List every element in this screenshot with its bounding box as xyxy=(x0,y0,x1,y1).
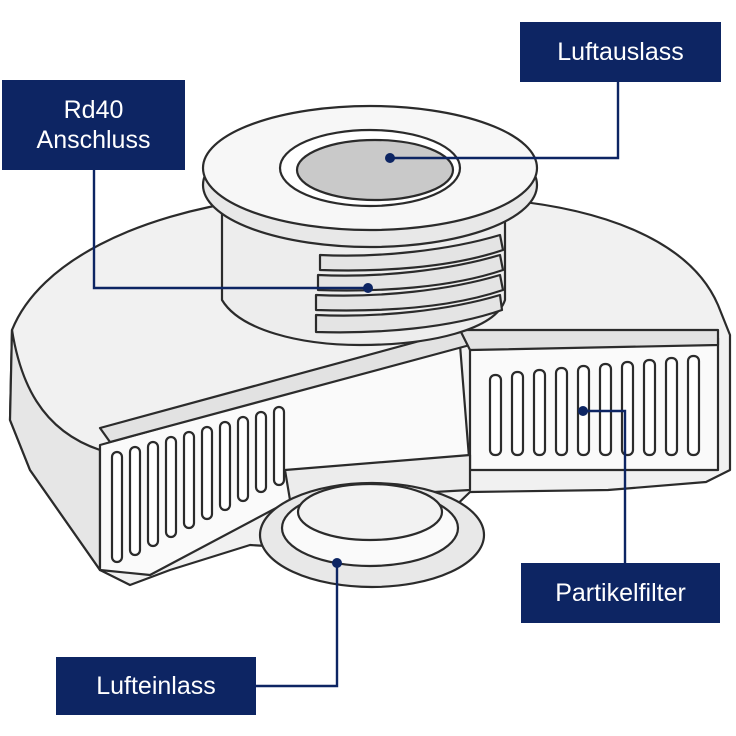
outlet-hole xyxy=(297,140,453,200)
cavity-right xyxy=(470,338,718,470)
label-air-inlet-text: Lufteinlass xyxy=(96,671,216,701)
label-rd40-connection: Rd40 Anschluss xyxy=(2,80,185,170)
inlet-opening xyxy=(298,484,442,540)
label-rd40-line2: Anschluss xyxy=(37,125,151,155)
label-particle-filter: Partikelfilter xyxy=(521,563,720,623)
label-particle-filter-text: Partikelfilter xyxy=(555,578,686,608)
label-air-outlet-text: Luftauslass xyxy=(557,37,683,67)
leader-dot-connection xyxy=(363,283,373,293)
leader-dot-inlet xyxy=(332,558,342,568)
leader-dot-outlet xyxy=(385,153,395,163)
leader-dot-filter xyxy=(578,406,588,416)
label-air-outlet: Luftauslass xyxy=(520,22,721,82)
label-air-inlet: Lufteinlass xyxy=(56,657,256,715)
label-rd40-line1: Rd40 xyxy=(64,95,124,125)
